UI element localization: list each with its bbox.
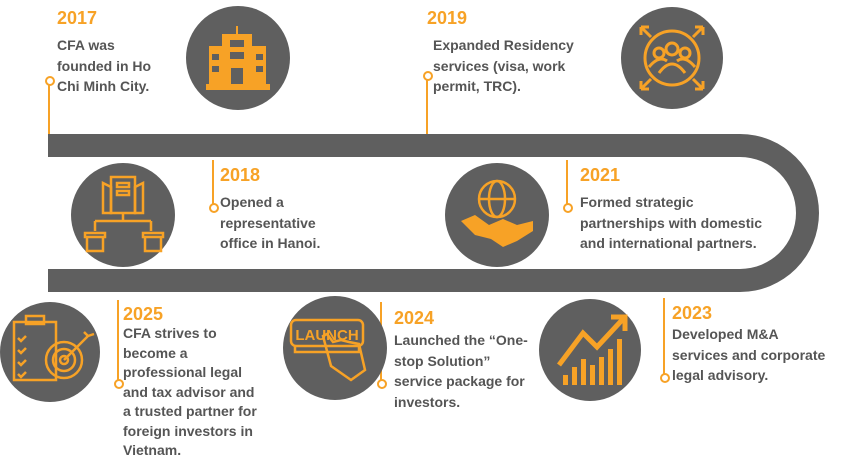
desc-line: Chi Minh City.	[57, 78, 150, 94]
desc-line: permit, TRC).	[433, 78, 521, 94]
milestone-year: 2024	[394, 308, 435, 328]
desc-line: CFA was	[57, 37, 115, 53]
desc-line: Formed strategic	[580, 194, 694, 210]
desc-line: representative	[220, 214, 316, 231]
connector-line	[566, 160, 568, 207]
desc-line: foreign investors in	[123, 422, 253, 439]
office-building-icon	[186, 6, 290, 110]
desc-line: Expanded Residency	[433, 37, 574, 53]
milestone-year: 2017	[57, 8, 98, 28]
milestone-year: 2025	[123, 304, 164, 324]
milestone-description: Developed M&A services and corporate leg…	[672, 324, 825, 386]
desc-line: Opened a	[220, 194, 284, 210]
desc-line: founded in Ho	[57, 57, 152, 74]
connector-line	[663, 298, 665, 374]
connector-dot	[423, 71, 433, 81]
desc-line: services (visa, work	[433, 57, 566, 74]
connector-dot	[114, 379, 124, 389]
milestone-description: CFA strives to become a professional leg…	[123, 324, 257, 461]
milestone-year: 2021	[580, 165, 621, 185]
milestone-year: 2019	[427, 8, 468, 28]
handshake-globe-icon	[445, 163, 549, 267]
connector-line	[426, 75, 428, 134]
people-group-icon	[621, 7, 723, 109]
desc-line: office in Hanoi.	[220, 235, 321, 251]
growth-chart-icon	[539, 299, 641, 401]
connector-dot	[377, 379, 387, 389]
launch-button-icon: LAUNCH	[283, 296, 387, 400]
connector-dot	[209, 203, 219, 213]
milestone-description: Opened a representative office in Hanoi.	[220, 192, 320, 254]
connector-dot	[660, 373, 670, 383]
milestone-description: CFA was founded in Ho Chi Minh City.	[57, 35, 151, 97]
desc-line: Vietnam.	[123, 442, 182, 458]
desc-line: become a	[123, 344, 188, 361]
desc-line: and tax advisor and	[123, 383, 255, 400]
desc-line: professional legal	[123, 364, 243, 380]
connector-line	[117, 300, 119, 380]
branch-network-icon	[71, 163, 175, 267]
desc-line: Launched the “One-	[394, 332, 528, 348]
connector-dot	[563, 203, 573, 213]
connector-dot	[45, 76, 55, 86]
desc-line: Developed M&A	[672, 326, 779, 342]
desc-line: services and corporate	[672, 346, 826, 363]
desc-line: stop Solution”	[394, 352, 491, 369]
connector-line	[212, 160, 214, 207]
connector-line	[48, 80, 50, 134]
desc-line: and international partners.	[580, 235, 757, 251]
milestone-description: Launched the “One- stop Solution” servic…	[394, 330, 528, 412]
launch-label: LAUNCH	[295, 327, 358, 344]
desc-line: investors.	[394, 393, 461, 410]
desc-line: legal advisory.	[672, 367, 769, 383]
desc-line: service package for	[394, 373, 525, 389]
milestone-year: 2023	[672, 303, 713, 323]
milestone-description: Formed strategic partnerships with domes…	[580, 192, 762, 254]
target-checklist-icon	[0, 302, 100, 402]
milestone-description: Expanded Residency services (visa, work …	[433, 35, 574, 97]
desc-line: CFA strives to	[123, 325, 217, 341]
milestone-year: 2018	[220, 165, 261, 185]
desc-line: a trusted partner for	[123, 403, 257, 419]
desc-line: partnerships with domestic	[580, 214, 763, 231]
